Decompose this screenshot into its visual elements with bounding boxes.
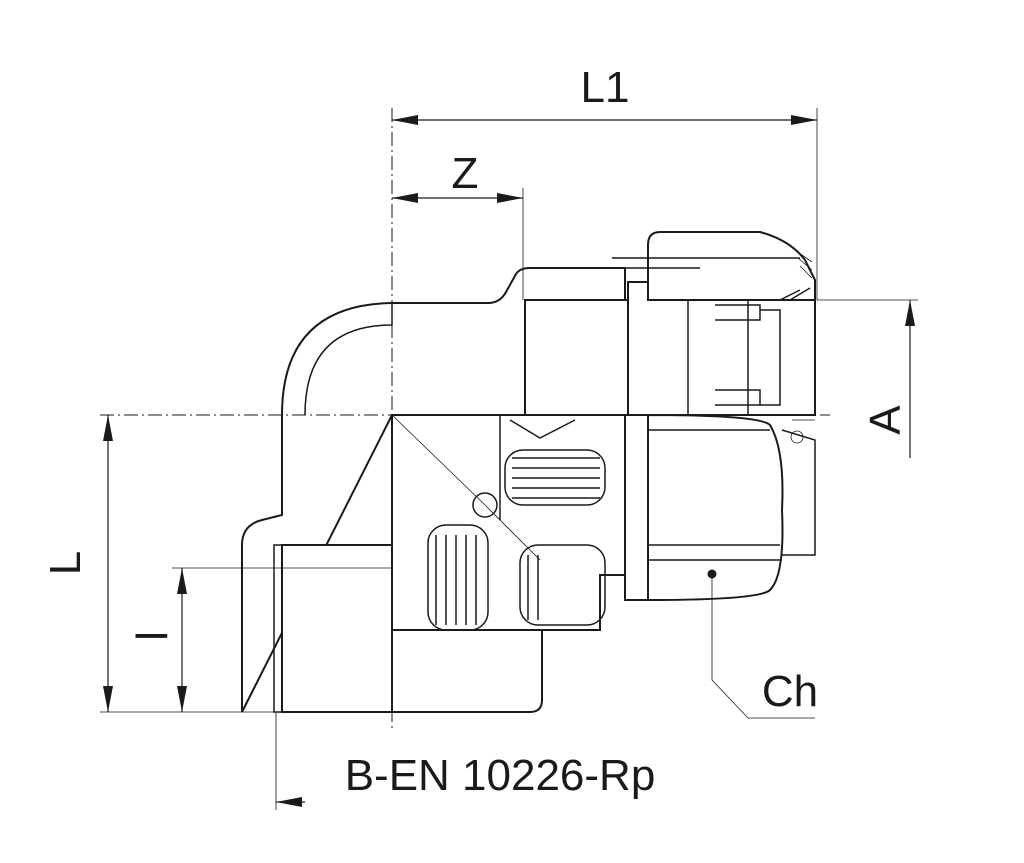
section-view xyxy=(391,414,626,631)
leader-Ch: Ch xyxy=(711,574,818,719)
hex-nut xyxy=(624,413,816,602)
thread-callout: B-EN 10226-Rp xyxy=(275,712,656,810)
dimension-l: l xyxy=(128,567,392,712)
dimension-L1-label: L1 xyxy=(581,63,630,112)
dimension-L1: L1 xyxy=(392,63,818,300)
leader-Ch-label: Ch xyxy=(762,667,818,716)
compression-nut xyxy=(524,231,816,416)
dimension-A: A xyxy=(817,299,918,458)
dimension-L: L xyxy=(41,415,282,713)
thread-spec-label: B-EN 10226-Rp xyxy=(345,751,656,800)
dimension-Z-label: Z xyxy=(452,149,479,198)
dimension-A-label: A xyxy=(861,405,910,435)
dimension-Z: Z xyxy=(392,149,524,300)
dimension-L-label: L xyxy=(41,551,90,575)
dimension-l-label: l xyxy=(128,631,177,641)
